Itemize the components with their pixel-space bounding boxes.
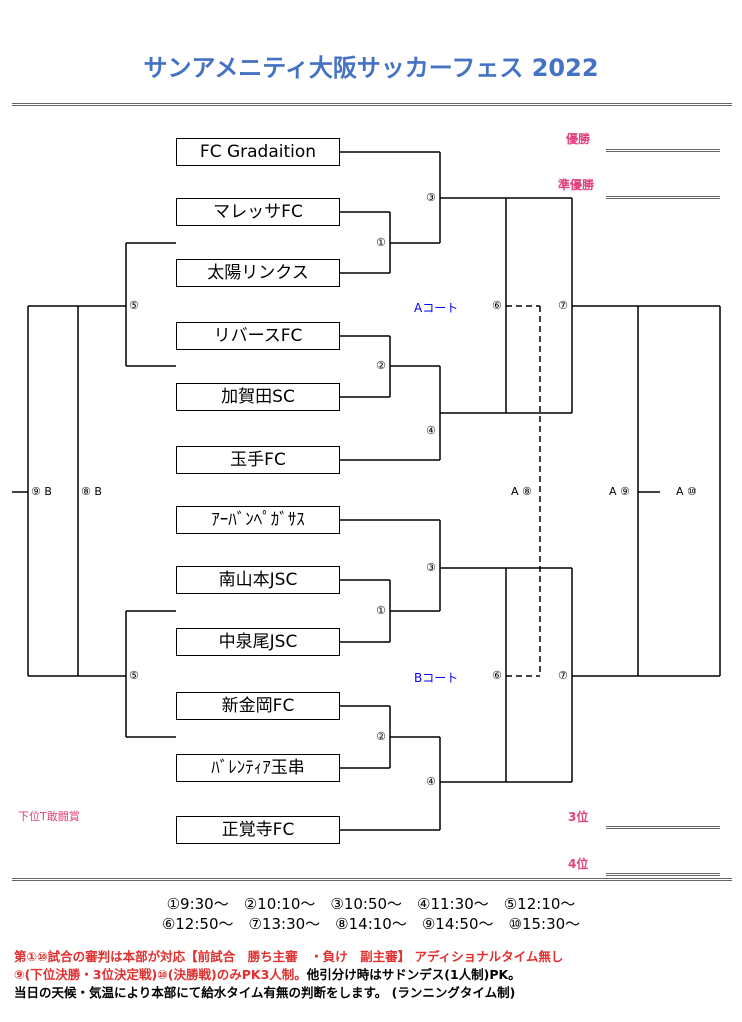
team-box: ｱｰﾊﾞﾝﾍﾟｶﾞｻｽ <box>176 506 340 534</box>
rank-third: 3位 <box>568 810 589 824</box>
match-label: ⑧ B <box>80 485 103 499</box>
match-label: ⑨ B <box>30 485 53 499</box>
title-divider <box>12 103 732 106</box>
match-label: ⑤ <box>128 669 140 683</box>
team-box: ﾊﾞﾚﾝﾃｨｱ玉串 <box>176 754 340 782</box>
team-box: 玉手FC <box>176 446 340 474</box>
team-box: リバースFC <box>176 322 340 350</box>
rank-fighting-spirit: 下位T敢闘賞 <box>18 810 80 823</box>
team-box: 太陽リンクス <box>176 259 340 287</box>
note-line-1: 第①⑩試合の審判は本部が対応【前試合 勝ち主審 ・負け 副主審】 アディショナル… <box>14 949 564 964</box>
team-box: 中泉尾JSC <box>176 628 340 656</box>
team-box: マレッサFC <box>176 198 340 226</box>
match-label: A ⑧ <box>510 485 533 499</box>
note-line-2-black: 他引分け時はサドンデス(1人制)PK。 <box>306 967 521 982</box>
match-label: ① <box>375 604 387 618</box>
match-label: ⑤ <box>128 299 140 313</box>
team-box: FC Gradaition <box>176 138 340 166</box>
match-label: A ⑩ <box>675 485 698 499</box>
rank-fourth: 4位 <box>568 857 589 871</box>
team-box: 正覚寺FC <box>176 816 340 844</box>
match-label: ② <box>375 359 387 373</box>
match-label: ⑦ <box>557 299 569 313</box>
rank-first-line <box>606 149 720 152</box>
match-label: ④ <box>425 775 437 789</box>
match-label: ① <box>375 236 387 250</box>
court-label-b: Bコート <box>414 671 459 685</box>
schedule-row-1: ①9:30～ ②10:10～ ③10:50～ ④11:30～ ⑤12:10～ <box>166 895 576 913</box>
rank-fourth-line <box>606 873 720 876</box>
page-title: サンアメニティ大阪サッカーフェス 2022 <box>143 54 599 82</box>
match-label: ⑥ <box>491 299 503 313</box>
match-label: ③ <box>425 191 437 205</box>
match-label: ③ <box>425 561 437 575</box>
match-label: ⑦ <box>557 669 569 683</box>
team-box: 新金岡FC <box>176 692 340 720</box>
rank-third-line <box>606 826 720 829</box>
footer-divider <box>12 878 732 881</box>
team-box: 加賀田SC <box>176 383 340 411</box>
match-label: A ⑨ <box>608 485 631 499</box>
match-label: ④ <box>425 424 437 438</box>
court-label-a: Aコート <box>414 301 459 315</box>
match-label: ⑥ <box>491 669 503 683</box>
team-box: 南山本JSC <box>176 566 340 594</box>
rank-second-line <box>606 196 720 199</box>
rank-second: 準優勝 <box>558 178 595 192</box>
rank-first: 優勝 <box>566 132 591 146</box>
note-line-2: ⑨(下位決勝・3位決定戦)⑩(決勝戦)のみPK3人制。他引分け時はサドンデス(1… <box>14 964 521 983</box>
schedule-row-2: ⑥12:50～ ⑦13:30～ ⑧14:10～ ⑨14:50～ ⑩15:30～ <box>161 915 581 933</box>
note-line-2-red: ⑨(下位決勝・3位決定戦)⑩(決勝戦)のみPK3人制。 <box>14 967 307 982</box>
match-label: ② <box>375 730 387 744</box>
note-line-3: 当日の天候・気温により本部にて給水タイム有無の判断をします。 (ランニングタイム… <box>14 985 516 1000</box>
